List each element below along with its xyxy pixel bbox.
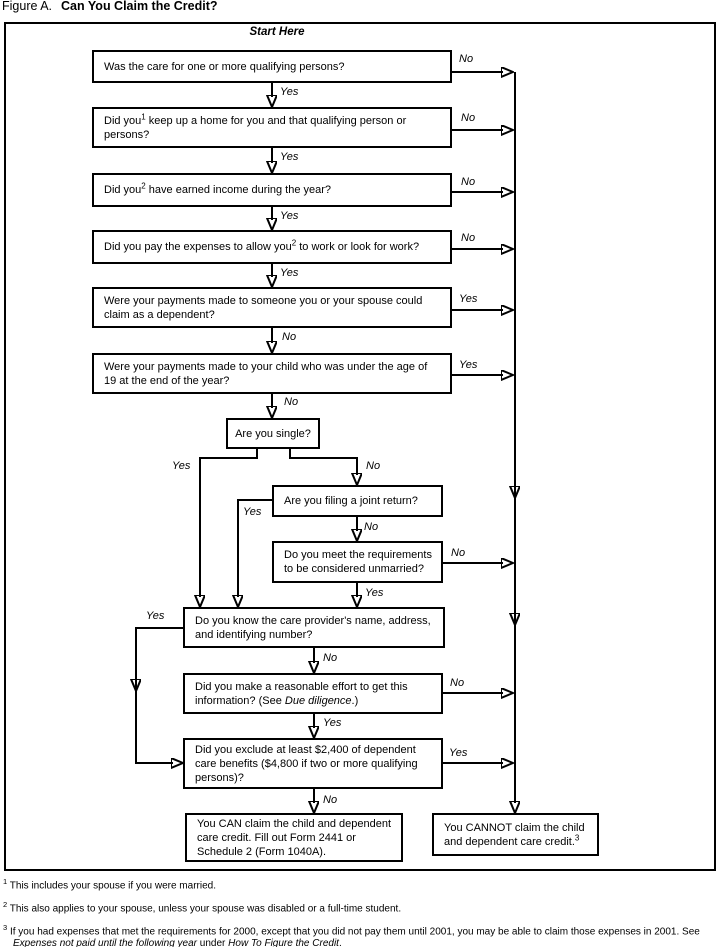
flow-box-q7: Are you single?	[226, 418, 320, 449]
label-q3-yes: Yes	[280, 210, 299, 222]
flow-box-q1-text: Was the care for one or more qualifying …	[104, 60, 345, 73]
flow-box-q9-text: Do you meet the requirements to be consi…	[284, 549, 432, 575]
flow-box-q9: Do you meet the requirements to be consi…	[272, 541, 443, 583]
label-q10-no: No	[323, 652, 338, 664]
flow-box-q11: Did you make a reasonable effort to get …	[183, 673, 443, 714]
footnote-2-marker: 2	[3, 899, 8, 909]
footnote-1: 1 This includes your spouse if you were …	[3, 876, 716, 893]
label-q6-yes: Yes	[459, 359, 478, 371]
connector-q7-no	[289, 449, 357, 475]
flow-box-q10: Do you know the care provider's name, ad…	[183, 607, 445, 648]
flow-box-result-cannot: You CANNOT claim the child and dependent…	[432, 813, 599, 856]
label-q12-no: No	[323, 794, 338, 806]
footnote-2: 2 This also applies to your spouse, unle…	[3, 899, 716, 916]
label-q7-yes: Yes	[172, 460, 191, 472]
label-q12-yes: Yes	[449, 747, 468, 759]
label-q5-no: No	[282, 331, 297, 343]
flow-box-q4: Did you pay the expenses to allow you2 t…	[92, 230, 452, 264]
label-q2-no: No	[461, 112, 476, 124]
flow-box-q12: Did you exclude at least $2,400 of depen…	[183, 738, 443, 789]
footnote-1-marker: 1	[3, 877, 8, 886]
footnote-1-text: This includes your spouse if you were ma…	[9, 880, 216, 892]
flow-box-q7-text: Are you single?	[235, 427, 311, 440]
flow-box-result-can: You CAN claim the child and dependent ca…	[185, 813, 403, 862]
footnote-ref-1: 1	[141, 111, 146, 121]
figure-title-main: Can You Claim the Credit?	[61, 0, 218, 13]
footnote-ref-3: 3	[574, 832, 580, 842]
label-q8-yes: Yes	[243, 506, 262, 518]
flow-box-q3-text: Did you2 have earned income during the y…	[104, 181, 332, 196]
footnote-ref-2b: 2	[291, 238, 297, 248]
label-q4-yes: Yes	[280, 267, 299, 279]
flow-box-q8-text: Are you filing a joint return?	[284, 495, 418, 507]
label-q1-yes: Yes	[280, 86, 299, 98]
flow-box-q5-text: Were your payments made to someone you o…	[104, 294, 423, 321]
label-q11-yes: Yes	[323, 717, 342, 729]
label-q7-no: No	[366, 460, 381, 472]
label-q8-no: No	[364, 521, 379, 533]
flow-box-q6-text: Were your payments made to your child wh…	[104, 360, 428, 387]
footnote-2-text: This also applies to your spouse, unless…	[9, 903, 402, 915]
label-q4-no: No	[461, 232, 476, 244]
label-q11-no: No	[450, 677, 465, 689]
footnote-3-text: If you had expenses that met the require…	[9, 925, 700, 947]
start-here-label: Start Here	[249, 26, 305, 38]
connector-q7-yes	[200, 449, 258, 597]
footnote-3: 3 If you had expenses that met the requi…	[3, 922, 716, 947]
label-q3-no: No	[461, 176, 476, 188]
flowchart-frame	[4, 22, 716, 871]
flow-box-q6: Were your payments made to your child wh…	[92, 353, 452, 394]
flow-box-q10-text: Do you know the care provider's name, ad…	[195, 614, 431, 641]
flow-box-q1: Was the care for one or more qualifying …	[92, 50, 452, 83]
label-q5-yes: Yes	[459, 293, 478, 305]
footnote-ref-2: 2	[141, 181, 146, 191]
footnotes: 1 This includes your spouse if you were …	[3, 876, 716, 947]
connector-q10-yes	[135, 627, 183, 763]
label-q6-no: No	[284, 396, 299, 408]
flow-box-q8: Are you filing a joint return?	[272, 485, 443, 517]
flow-box-q2: Did you1 keep up a home for you and that…	[92, 107, 452, 148]
label-q2-yes: Yes	[280, 151, 299, 163]
label-q10-yes: Yes	[146, 610, 165, 622]
flow-box-q2-text: Did you1 keep up a home for you and that…	[104, 111, 407, 141]
result-can-text: You CAN claim the child and dependent ca…	[197, 817, 392, 858]
footnote-3-marker: 3	[3, 922, 8, 932]
flow-box-q12-text: Did you exclude at least $2,400 of depen…	[195, 743, 418, 784]
label-q1-no: No	[459, 53, 474, 65]
flow-box-q4-text: Did you pay the expenses to allow you2 t…	[104, 238, 420, 253]
label-q9-yes: Yes	[365, 587, 384, 599]
connector-q8-yes	[238, 499, 272, 597]
result-cannot-text: You CANNOT claim the child and dependent…	[444, 821, 585, 848]
flow-box-q5: Were your payments made to someone you o…	[92, 287, 452, 328]
figure-title-prefix: Figure A.	[2, 0, 53, 13]
flow-box-q11-text: Did you make a reasonable effort to get …	[195, 680, 408, 707]
flow-box-q3: Did you2 have earned income during the y…	[92, 173, 452, 207]
label-q9-no: No	[451, 547, 466, 559]
figure-title: Figure A. Can You Claim the Credit?	[2, 0, 218, 13]
